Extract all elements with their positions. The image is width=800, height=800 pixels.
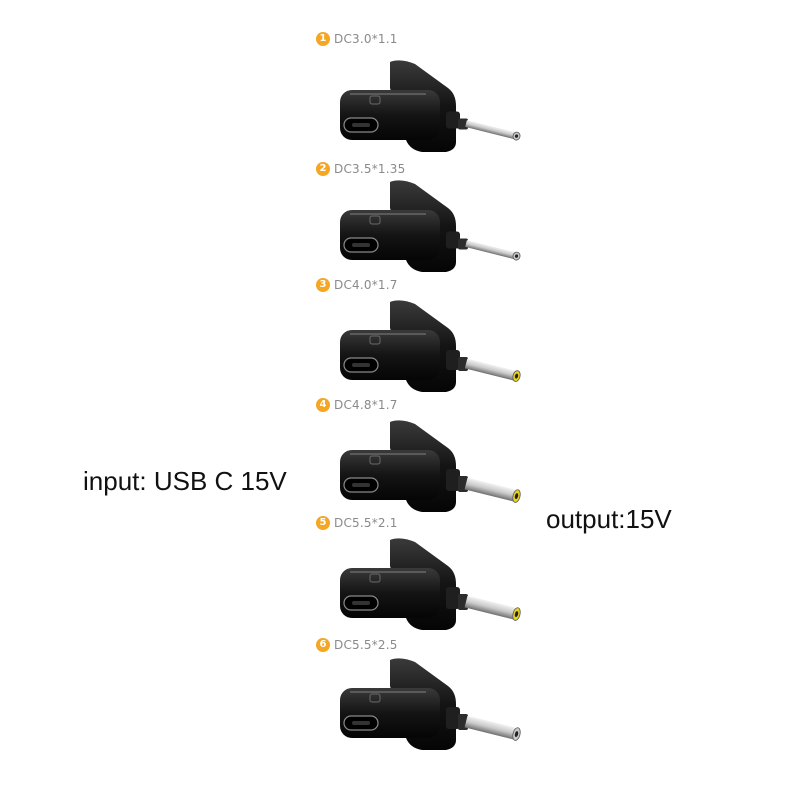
usb-c-to-dc-connector-icon [340, 180, 521, 272]
adapter-spec: DC5.5*2.1 [334, 516, 398, 530]
dc-barrel-plug-icon [465, 240, 521, 261]
adapter-spec: DC5.5*2.5 [334, 638, 398, 652]
adapter-4-connector-icon [330, 418, 530, 528]
adapter-5-connector-icon [330, 536, 530, 646]
barrel-collar [446, 587, 460, 609]
usb-c-to-dc-connector-icon [340, 60, 521, 152]
usb-c-to-dc-connector-icon [340, 420, 521, 512]
barrel-collar [446, 231, 460, 249]
number-badge: 6 [316, 638, 330, 652]
logo-mark-icon [369, 693, 381, 703]
input-label: input: USB C 15V [83, 466, 287, 496]
adapter-spec: DC4.0*1.7 [334, 278, 398, 292]
dc-barrel-plug-icon [464, 358, 521, 382]
logo-mark-icon [369, 335, 381, 345]
adapter-3-connector-icon [330, 298, 530, 408]
adapter-1-label: 1 DC3.0*1.1 [316, 30, 398, 48]
usb-c-to-dc-connector-icon [340, 300, 521, 392]
barrel-collar [446, 350, 460, 370]
number-badge: 4 [316, 398, 330, 412]
adapter-6-label: 6 DC5.5*2.5 [316, 636, 398, 654]
adapter-6-connector-icon [330, 656, 530, 766]
adapter-spec: DC3.5*1.35 [334, 162, 406, 176]
adapter-spec: DC4.8*1.7 [334, 398, 398, 412]
number-badge: 5 [316, 516, 330, 530]
adapter-1-connector-icon [330, 58, 530, 168]
number-badge: 3 [316, 278, 330, 292]
dc-barrel-plug-icon [464, 595, 521, 621]
number-badge: 2 [316, 162, 330, 176]
adapter-3-label: 3 DC4.0*1.7 [316, 276, 398, 294]
barrel-collar [446, 469, 460, 491]
logo-mark-icon [369, 215, 381, 225]
barrel-collar [446, 707, 460, 729]
dc-barrel-plug-icon [464, 715, 521, 741]
usb-c-to-dc-connector-icon [340, 658, 521, 750]
output-label: output:15V [546, 504, 672, 534]
adapter-2-connector-icon [330, 178, 530, 288]
adapter-4-label: 4 DC4.8*1.7 [316, 396, 398, 414]
logo-mark-icon [369, 455, 381, 465]
logo-mark-icon [369, 573, 381, 583]
number-badge: 1 [316, 32, 330, 46]
barrel-collar [446, 111, 460, 129]
usb-c-to-dc-connector-icon [340, 538, 521, 630]
adapter-2-label: 2 DC3.5*1.35 [316, 160, 405, 178]
dc-barrel-plug-icon [465, 120, 521, 141]
adapter-5-label: 5 DC5.5*2.1 [316, 514, 398, 532]
adapter-spec: DC3.0*1.1 [334, 32, 398, 46]
dc-barrel-plug-icon [464, 477, 521, 503]
logo-mark-icon [369, 95, 381, 105]
